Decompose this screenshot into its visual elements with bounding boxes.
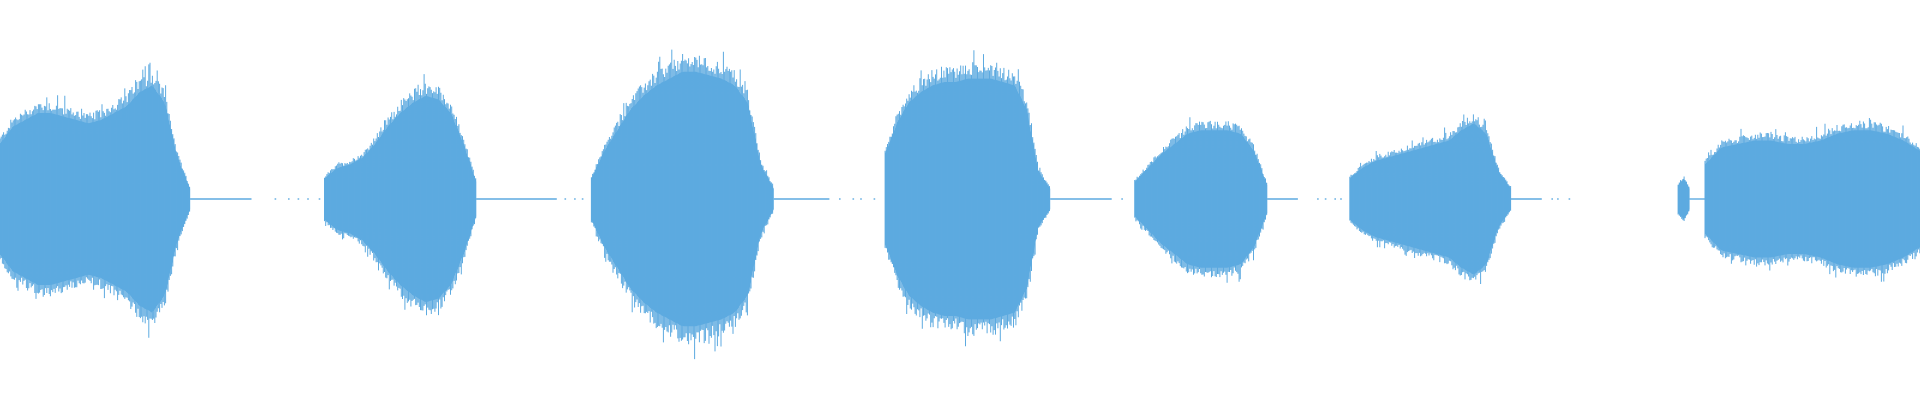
silence-tick xyxy=(873,198,876,200)
silence-tick xyxy=(1317,198,1319,200)
waveform-segment-5 xyxy=(1134,117,1268,283)
waveform-peaks xyxy=(590,49,774,360)
silence-tick xyxy=(1121,198,1123,200)
waveform-segment-6 xyxy=(1349,114,1512,284)
silence-tick xyxy=(1568,198,1571,200)
silence-tick xyxy=(297,198,300,200)
waveform-segment-4 xyxy=(884,50,1051,347)
waveform-segment-3 xyxy=(590,49,774,360)
waveform-segment-8 xyxy=(1704,118,1920,282)
waveform-peaks xyxy=(1677,176,1690,221)
silence-tick xyxy=(307,198,309,200)
waveform-peaks xyxy=(1134,117,1268,283)
silence-tick xyxy=(1324,198,1327,200)
silence-tick xyxy=(860,198,862,200)
waveform-peaks xyxy=(1704,118,1920,282)
silence-tick xyxy=(839,198,841,200)
waveform-peaks xyxy=(0,62,191,338)
silence-tick xyxy=(1551,198,1553,200)
waveform-segment-1 xyxy=(0,62,191,338)
silence-tick xyxy=(564,198,567,200)
silence-tick xyxy=(1557,198,1559,200)
silence-tick xyxy=(1340,198,1342,200)
silence-tick xyxy=(574,198,576,200)
silence-tick xyxy=(852,198,855,200)
silence-tick xyxy=(1334,198,1336,200)
waveform-peaks xyxy=(884,50,1050,347)
waveform-peaks xyxy=(1349,114,1512,284)
waveform-peaks xyxy=(324,74,477,316)
silence-tick xyxy=(581,198,584,200)
waveform-segment-2 xyxy=(324,74,477,316)
waveform-segment-7 xyxy=(1677,176,1690,221)
silence-tick xyxy=(274,198,277,200)
silence-tick xyxy=(318,198,321,200)
silence-tick xyxy=(288,198,290,200)
